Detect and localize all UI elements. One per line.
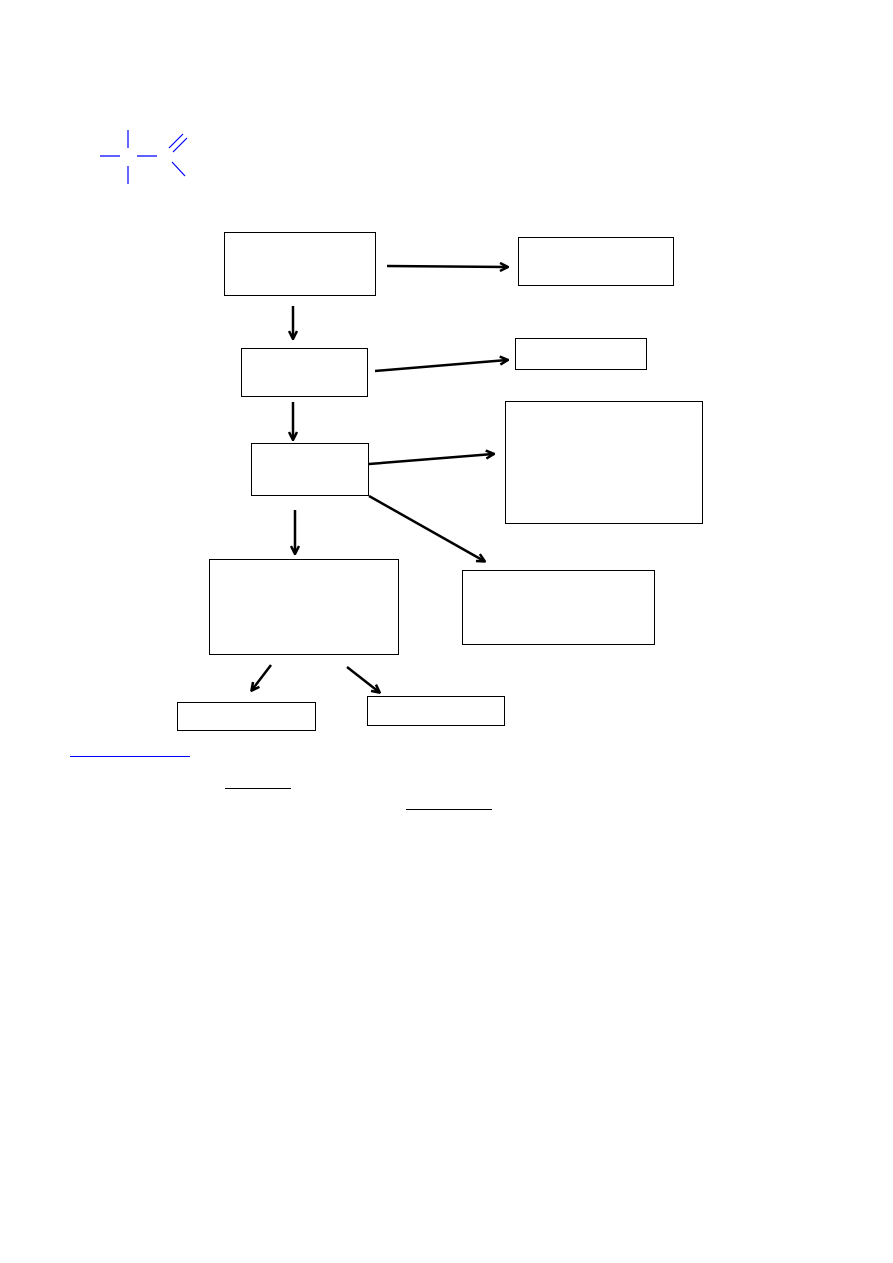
underline-rule xyxy=(406,809,492,810)
flowchart-node xyxy=(518,237,674,286)
flowchart-node xyxy=(367,696,505,726)
crosshair-mark-icon xyxy=(100,130,188,184)
edge-n4-b1 xyxy=(252,664,272,690)
flowchart-node xyxy=(224,232,376,296)
flowchart-node xyxy=(515,338,647,370)
flowchart-node xyxy=(462,570,655,645)
flowchart-node xyxy=(177,702,316,731)
flowchart-node xyxy=(241,348,368,397)
flowchart-node xyxy=(251,443,369,496)
edge-n1-r1 xyxy=(386,266,507,267)
edge-n3-r3 xyxy=(368,454,493,466)
edge-n3-r4 xyxy=(368,494,484,561)
flowchart-node xyxy=(209,559,399,655)
edge-n2-r2 xyxy=(374,360,507,373)
hyperlink-underline[interactable] xyxy=(70,756,190,757)
underline-rule xyxy=(225,788,291,789)
flowchart-node xyxy=(505,401,703,524)
edge-n4-b2 xyxy=(346,666,379,692)
